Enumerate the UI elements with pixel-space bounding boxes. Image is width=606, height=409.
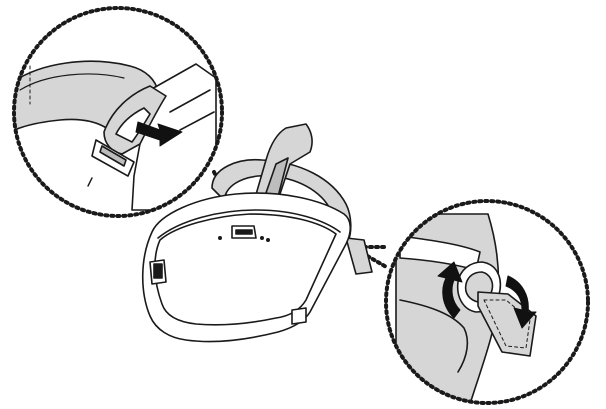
- strap-end-stitching: [483, 299, 531, 349]
- right-strap-tab: [345, 237, 373, 275]
- headset-foot: [291, 307, 307, 325]
- buckle-slot: [235, 229, 253, 235]
- arrow-right-icon: [135, 121, 183, 147]
- rotate-ccw-arrow-icon: [437, 261, 463, 319]
- strap-slot-opening: [99, 145, 127, 167]
- headset-top-rim: [157, 209, 341, 239]
- headset-panel-line: [169, 89, 211, 113]
- strap-inner-edge: [19, 73, 125, 91]
- small-tick-mark: [87, 177, 93, 187]
- zoom-callout-strap-loop: [384, 199, 590, 405]
- sensor-dot: [259, 236, 264, 241]
- headset-side-highlight: [399, 235, 481, 271]
- back-button: [153, 263, 163, 279]
- buckle-opening: [115, 107, 151, 143]
- callout-border-dotted: [12, 6, 224, 218]
- headset-front-panel: [154, 213, 337, 326]
- headset-panel-line: [179, 111, 215, 131]
- callout-border-dotted: [384, 199, 590, 405]
- rotate-cw-arrow-icon: [505, 275, 537, 329]
- sensor-dot: [265, 238, 270, 243]
- zoom-callout-buckle: [12, 6, 224, 218]
- vr-headset: [141, 123, 373, 343]
- headset-side-contour: [399, 299, 469, 373]
- sensor-dot: [218, 236, 223, 241]
